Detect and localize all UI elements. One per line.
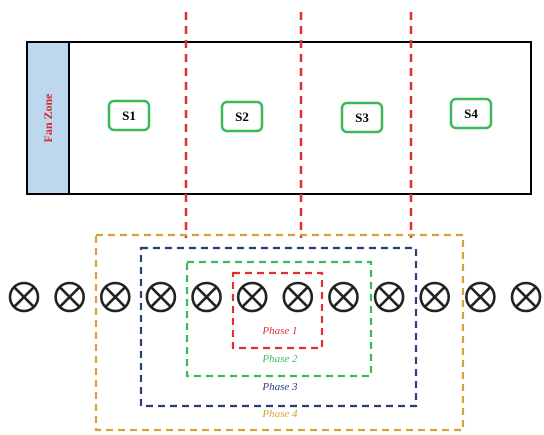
phase-3-label: Phase 3 bbox=[261, 381, 298, 393]
sensor-label: S2 bbox=[235, 109, 249, 124]
fan-icon bbox=[191, 281, 222, 313]
phase-2-label: Phase 2 bbox=[261, 353, 298, 365]
fan-zone-label: Fan Zone bbox=[41, 93, 55, 143]
sensor-s1: S1 bbox=[107, 99, 151, 132]
phase-1-box bbox=[231, 271, 324, 350]
fan-icon bbox=[419, 281, 451, 313]
sensor-label: S1 bbox=[122, 108, 136, 123]
sensor-box bbox=[220, 100, 264, 133]
phase-4-label: Phase 4 bbox=[261, 408, 298, 420]
sensor-s3: S3 bbox=[340, 101, 384, 134]
sensor-label: S4 bbox=[464, 106, 478, 121]
fan-icon bbox=[54, 281, 85, 313]
fans-row bbox=[8, 281, 542, 313]
fan-icon bbox=[145, 281, 177, 313]
phase-1-label: Phase 1 bbox=[261, 325, 297, 337]
fan-icon bbox=[328, 281, 359, 313]
fan-icon bbox=[373, 281, 405, 313]
fan-icon bbox=[8, 281, 40, 313]
phase-boxes bbox=[94, 233, 465, 432]
sensor-box bbox=[340, 101, 384, 134]
fan-zone-area bbox=[26, 41, 70, 195]
sensor-box bbox=[449, 97, 493, 130]
sensor-label: S3 bbox=[355, 110, 369, 125]
sensors: S1 S2 S3 S4 bbox=[107, 97, 493, 134]
fan-icon bbox=[236, 281, 268, 313]
sensor-s4: S4 bbox=[449, 97, 493, 130]
fan-zone: Fan Zone bbox=[26, 41, 70, 195]
sensor-s2: S2 bbox=[220, 100, 264, 133]
phase-3-box bbox=[139, 246, 418, 408]
fan-icon bbox=[99, 281, 131, 313]
fan-icon bbox=[282, 281, 314, 313]
fan-icon bbox=[465, 281, 496, 313]
phase-4-box bbox=[94, 233, 465, 432]
divider-lines bbox=[184, 12, 413, 238]
fan-icon bbox=[510, 281, 542, 313]
phase-2-box bbox=[185, 260, 373, 378]
sensor-box bbox=[107, 99, 151, 132]
